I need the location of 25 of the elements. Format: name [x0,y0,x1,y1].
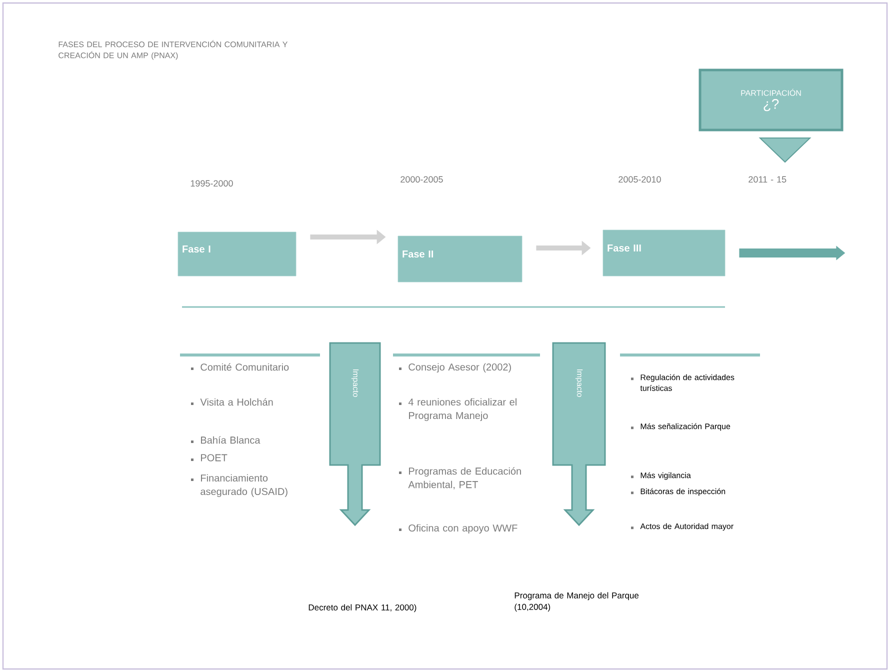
bullet-item: 4 reuniones oficializar el Programa Manejo [399,398,516,422]
bullet-item: Regulación de actividades turísticas [631,374,734,391]
phase-box: Fase III [602,230,726,276]
bullet-item: Consejo Asesor (2002) [399,363,511,373]
bullet-item: Financiamiento asegurado (USAID) [191,474,288,498]
bullet-item: Más vigilancia [631,472,691,480]
text-label: 2011 - 15 [748,176,786,183]
bullet-item: Visita a Holchán [191,398,273,406]
bullet-item: Comité Comunitario [191,363,289,371]
bullet-item: Bahía Blanca [191,436,260,444]
bullet-item: Oficina con apoyo WWF [399,524,518,534]
title: FASES DEL PROCESO DE INTERVENCIÓN COMUNITARIA Y CREACIÓN DE UN AMP (PNAX) [58,40,288,60]
text-label: 1995-2000 [190,180,233,187]
text-label: 2005-2010 [618,176,661,183]
bullet-item: Bitácoras de inspección [631,488,726,496]
text-label: Programa de Manejo del Parque (10,2004) [514,592,639,612]
bullet-item: Actos de Autoridad mayor [631,523,734,531]
text-label: 2000-2005 [400,176,443,183]
bullet-item: Programas de Educación Ambiental, PET [399,467,521,490]
participation-box: PARTICIPACIÓN ¿? [698,68,844,132]
bullet-item: Más señalización Parque [631,423,730,431]
phase-box: Fase I [178,232,296,276]
text-label: Decreto del PNAX 11, 2000) [308,604,416,612]
bullet-item: POET [191,454,228,462]
phase-box: Fase II [398,236,522,282]
